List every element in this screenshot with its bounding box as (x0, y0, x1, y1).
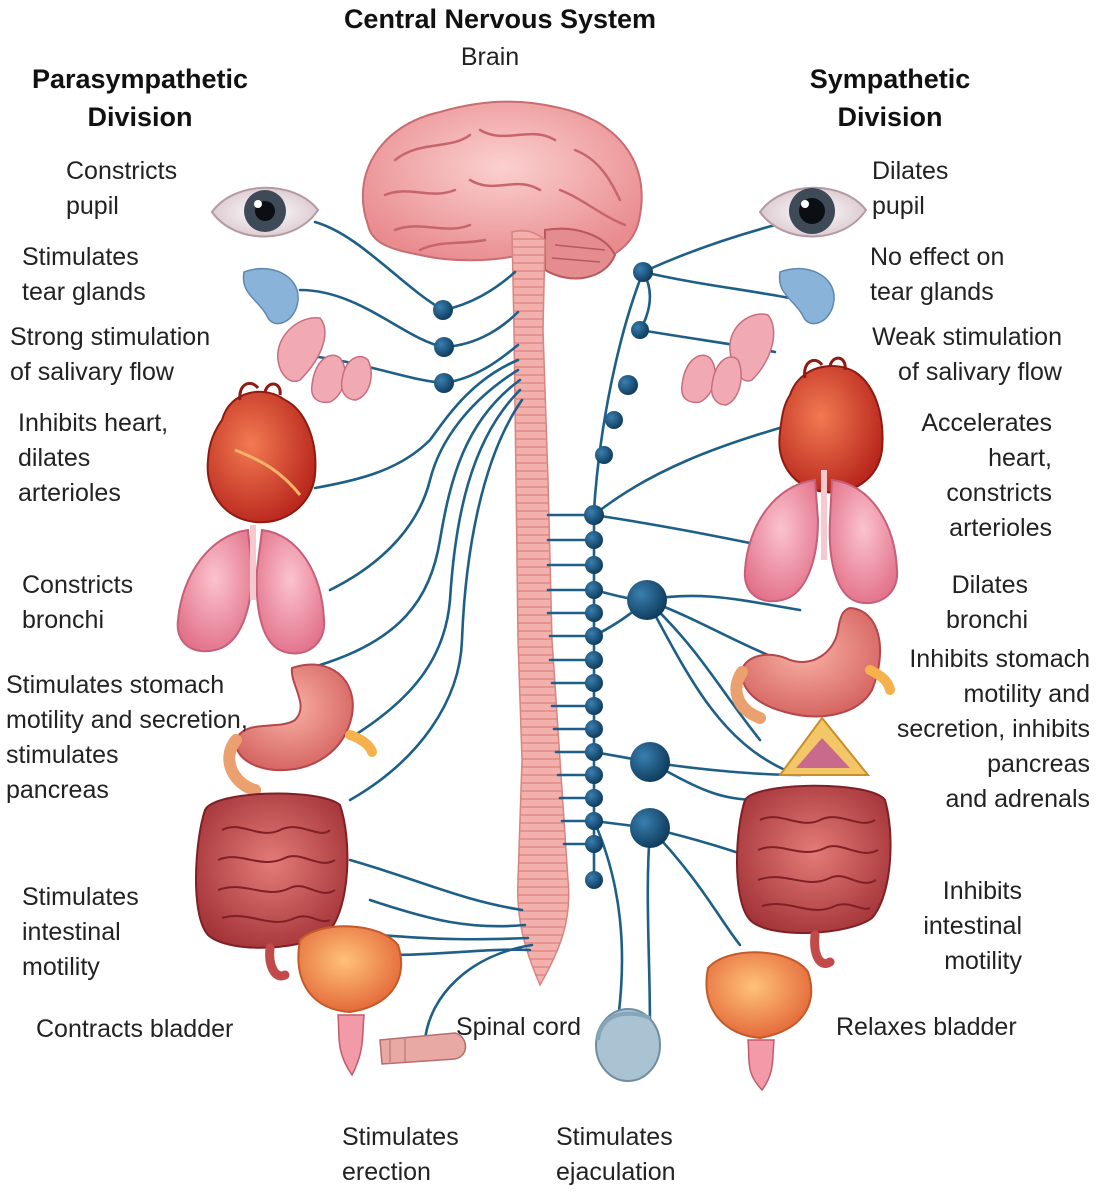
right-lungs (743, 470, 899, 605)
right-bladder (705, 951, 813, 1092)
left-heart (206, 381, 317, 524)
adrenal-gland (778, 716, 871, 776)
sym-bladder-label: Relaxes bladder (836, 1013, 1017, 1041)
spinal-cord-label: Spinal cord (456, 1013, 582, 1041)
left-eye (210, 186, 320, 238)
left-lungs (176, 525, 326, 655)
brain-label: Brain (460, 43, 520, 71)
right-eye (758, 186, 868, 238)
right-intestine (736, 784, 892, 968)
parasympathetic-nerves (298, 220, 534, 1042)
right-stomach-pancreas (730, 606, 895, 724)
brain (361, 100, 643, 280)
right-salivary-glands (680, 313, 775, 406)
diagram-title: Central Nervous System (343, 4, 657, 34)
left-stomach-pancreas (223, 663, 377, 796)
right-heart (778, 356, 884, 494)
left-bladder (297, 925, 403, 1077)
penis (379, 1032, 467, 1065)
parasympathetic-ganglia (433, 300, 454, 393)
testis (595, 1008, 661, 1082)
spinal-cord (511, 229, 570, 987)
sympathetic-collateral-ganglia (627, 580, 670, 848)
left-tear-gland (242, 267, 299, 325)
right-tear-gland (778, 267, 835, 325)
sympathetic-chain-ganglia (584, 262, 653, 889)
para-bladder-label: Contracts bladder (36, 1015, 234, 1043)
left-salivary-glands (277, 317, 372, 404)
